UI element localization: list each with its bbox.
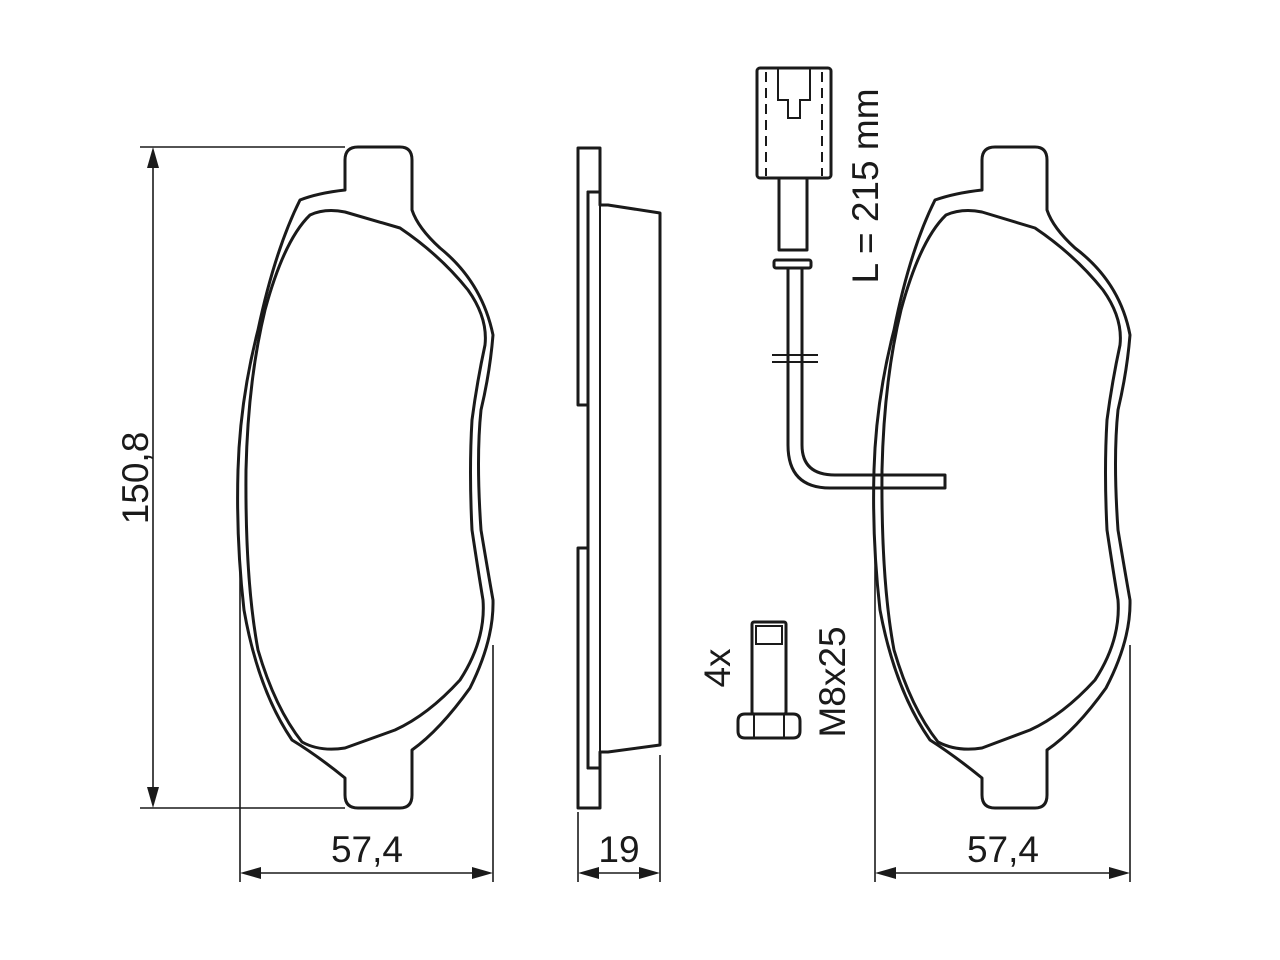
right-pad-backing-plate: [872, 145, 1132, 810]
sensor-clip-upper: [772, 258, 813, 270]
sensor-length-label: L = 215 mm: [845, 88, 886, 283]
sensor-connector-pin: [777, 68, 811, 119]
right-brake-pad: [872, 145, 1132, 810]
left-width-arrow-right: [472, 867, 493, 879]
left-pad-backing-plate: [236, 145, 495, 810]
left-width-label: 57,4: [331, 829, 403, 870]
right-width-arrow-right: [1109, 867, 1130, 879]
bolt: [736, 620, 802, 740]
thickness-arrow-left: [578, 867, 599, 879]
height-dimension: 150,8: [115, 146, 345, 809]
bolt-shank: [750, 620, 788, 716]
height-arrow-top: [147, 147, 159, 168]
left-brake-pad: [236, 145, 495, 810]
sensor-cable: [786, 266, 947, 490]
height-label: 150,8: [115, 432, 156, 525]
bolt-thread-coating: [755, 625, 783, 645]
left-width-dimension: 57,4: [239, 560, 494, 882]
left-pad-friction-material: [244, 209, 487, 751]
bolt-head: [736, 712, 802, 740]
left-width-arrow-left: [240, 867, 261, 879]
right-width-label: 57,4: [967, 829, 1039, 870]
side-view-friction-block: [586, 190, 662, 770]
bolt-quantity-label: 4x: [697, 648, 738, 688]
thickness-dimension: 19: [577, 755, 661, 882]
pad-side-view: [576, 146, 662, 810]
thickness-label: 19: [598, 829, 639, 870]
height-arrow-bottom: [147, 787, 159, 808]
right-width-dimension: 57,4: [874, 560, 1131, 882]
wear-sensor: [755, 66, 947, 490]
right-width-arrow-left: [875, 867, 896, 879]
right-pad-friction-material: [880, 209, 1122, 751]
sensor-connector-housing: [755, 66, 833, 180]
bolt-size-label: M8x25: [812, 626, 853, 737]
thickness-arrow-right: [639, 867, 660, 879]
sensor-cable-sleeve: [777, 176, 809, 252]
